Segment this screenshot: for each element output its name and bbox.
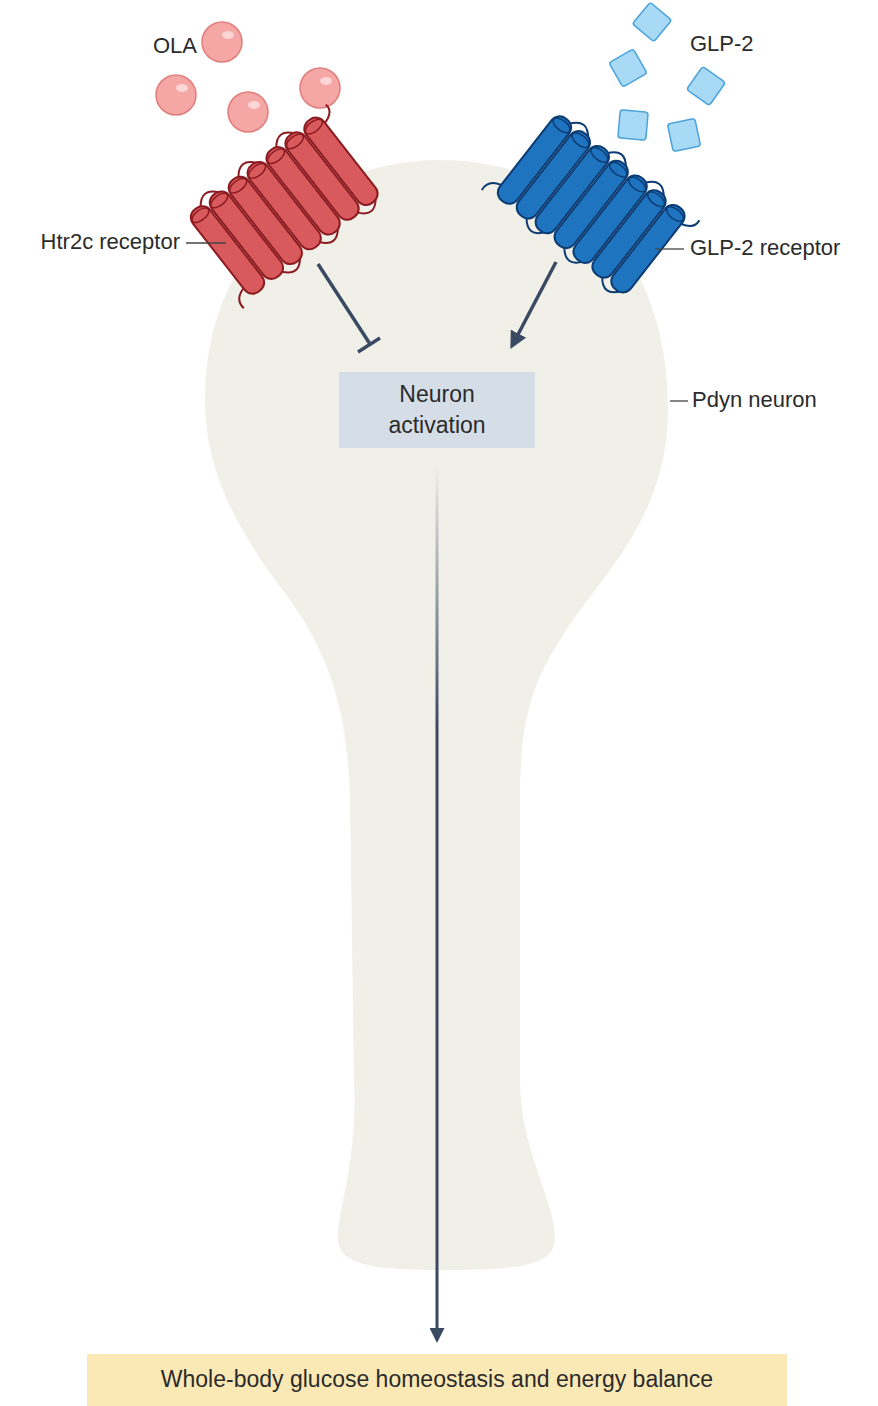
glp2-receptor-symbol (480, 100, 702, 309)
part-label: Htr2c receptor (41, 229, 180, 255)
part-label: GLP-2 (690, 31, 754, 57)
activate-arrow (512, 262, 556, 346)
process-box: Neuron activation (339, 372, 535, 448)
part-label: Pdyn neuron (692, 387, 817, 413)
box-text: Neuron activation (351, 379, 523, 441)
flow-arrow (436, 466, 439, 1340)
leader-line (186, 242, 226, 243)
inhibit-line (318, 264, 370, 344)
leader-line (655, 248, 684, 249)
inhibit-bar (358, 338, 380, 352)
part-label: OLA (153, 33, 197, 59)
glp2-molecules (609, 2, 726, 151)
leader-line (670, 400, 688, 401)
box-text: Whole-body glucose homeostasis and energ… (161, 1364, 713, 1395)
outcome-box: Whole-body glucose homeostasis and energ… (87, 1354, 787, 1406)
htr2c-receptor-symbol (173, 101, 395, 310)
part-label: GLP-2 receptor (690, 235, 840, 261)
